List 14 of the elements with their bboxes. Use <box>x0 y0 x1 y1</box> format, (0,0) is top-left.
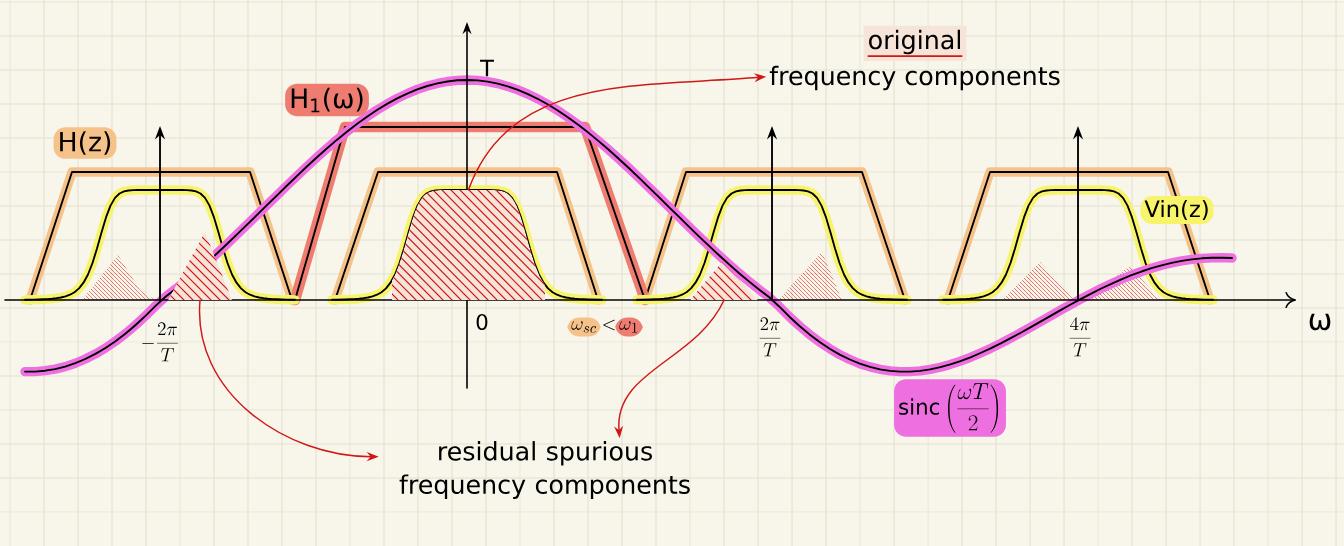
axis-label: T <box>480 59 494 77</box>
axis-label: ω <box>1309 313 1331 331</box>
curve-label: $\mathrm{sinc}\left(\frac{\omega T}{2}\right)$ <box>894 379 1006 437</box>
tick-label: $-\frac{2\pi}{T}$ <box>142 322 178 362</box>
curve-label: H(z) <box>53 127 117 159</box>
annotation-text: original frequency components <box>769 25 1060 91</box>
tick-label: $\omega_{sc}$ <box>567 317 601 337</box>
annotation-text: residual spurious frequency components <box>399 441 690 499</box>
hatched-area <box>168 232 232 300</box>
hatched-area <box>392 190 545 300</box>
tick-label: $<$ <box>603 319 615 331</box>
hatched-area <box>690 262 758 300</box>
tick-label: $\omega_{1}$ <box>615 317 643 337</box>
tick-label: $\frac{4\pi}{T}$ <box>1069 317 1091 357</box>
